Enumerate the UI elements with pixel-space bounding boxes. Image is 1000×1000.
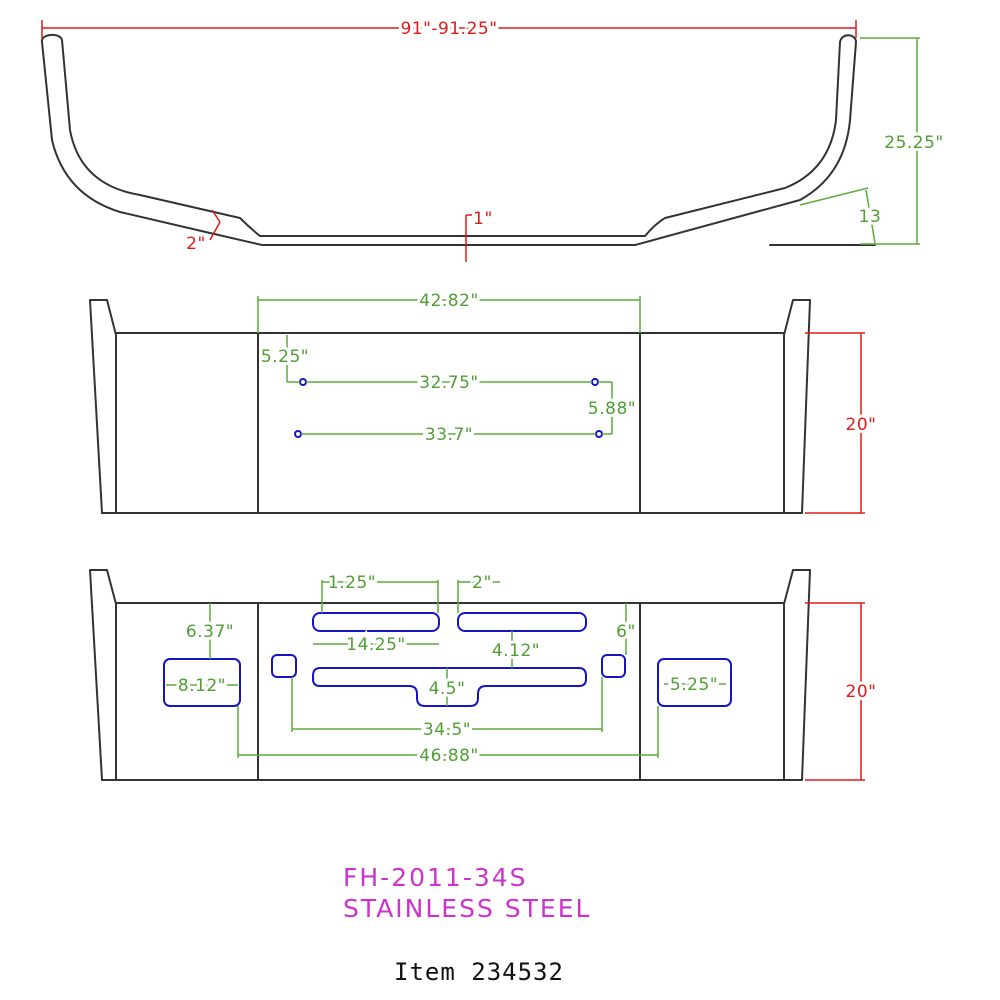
right-light-cutout <box>657 658 732 707</box>
material: STAINLESS STEEL <box>343 894 591 923</box>
front-view-2-left-end <box>89 569 117 781</box>
angle-label: 13 <box>859 207 882 227</box>
hole-offset-label: 5.25" <box>261 347 309 367</box>
upper-hole-spacing-label: 32.75" <box>419 373 479 393</box>
left-light-cutout <box>163 658 241 707</box>
notch-width-label: 4.5" <box>429 679 466 699</box>
mount-hole-upper-right <box>591 378 599 386</box>
upper-left-slot <box>312 612 440 632</box>
row-spacing-label: 5.88" <box>588 399 636 419</box>
center-notched-slot <box>312 667 587 707</box>
slot-width-small-label: 1.25" <box>328 573 376 593</box>
title-block: FH-2011-34S STAINLESS STEEL Item 234532 <box>343 863 591 986</box>
front-view-cutouts: 1.25" 2" 14.25" 6.37" 8.12" 4.12" 6" 4.5… <box>89 569 879 781</box>
top-view: 91"-91.25" 25.25" 13 2" 1" <box>40 16 946 262</box>
right-square-cutout <box>601 654 626 678</box>
slot-row-offset-label: 4.12" <box>492 641 540 661</box>
front-view-2-right-end <box>783 569 811 781</box>
slot-length-label: 14.25" <box>346 635 406 655</box>
top-height-label: 25.25" <box>884 133 944 153</box>
mount-hole-lower-left <box>294 430 302 438</box>
right-offset-label: 6" <box>616 622 636 642</box>
overall-width-label: 91"-91.25" <box>400 19 497 39</box>
angle-dim-arc <box>865 189 876 244</box>
cutout-spacing-label: 46.88" <box>419 746 479 766</box>
front-view-1-height-label: 20" <box>846 415 877 435</box>
side-cutout-width-label: 8.12" <box>178 676 226 696</box>
front-view-mounting: 42.82" 5.25" 32.75" 5.88" 33.7" 20" <box>89 288 879 514</box>
mount-hole-lower-right <box>595 430 603 438</box>
item-number: Item 234532 <box>394 958 564 986</box>
part-number: FH-2011-34S <box>343 863 528 892</box>
mount-span-label: 42.82" <box>419 291 479 311</box>
bend-label: 2" <box>186 234 206 254</box>
front-view-2-height-label: 20" <box>846 682 877 702</box>
front-view-1-left-end <box>89 299 117 514</box>
square-spacing-label: 34.5" <box>423 720 471 740</box>
right-cutout-width-label: 5.25" <box>670 675 718 695</box>
front-view-1-right-end <box>783 299 811 514</box>
left-square-cutout <box>271 654 297 678</box>
slot-gap-label: 2" <box>472 573 492 593</box>
lower-hole-spacing-label: 33.7" <box>425 425 473 445</box>
upper-right-slot <box>457 612 587 632</box>
mount-hole-upper-left <box>299 378 307 386</box>
center-drop-label: 1" <box>473 209 493 229</box>
side-cutout-offset-label: 6.37" <box>186 622 234 642</box>
top-view-outer-profile <box>40 34 857 246</box>
